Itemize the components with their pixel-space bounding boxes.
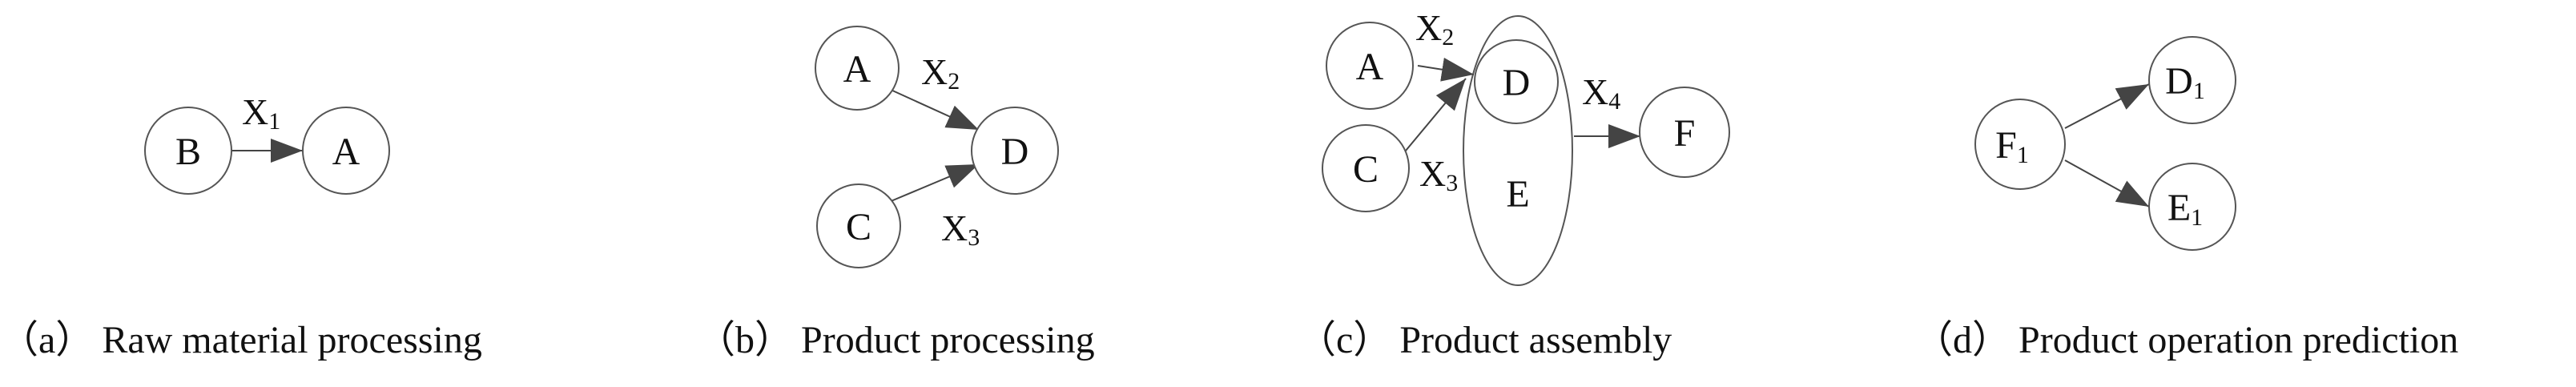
edge-label-x3: X3 [941,208,980,251]
node-c [1322,124,1410,212]
caption-c: （c）Product assembly [1298,319,1672,361]
node-a-label: A [332,131,360,173]
panel-c: A C D E F X2 X3 X4 （c）Product assembly [1298,7,1730,361]
node-f-label: F [1674,112,1696,155]
node-f1 [1974,99,2066,190]
node-f1-label: F1 [1995,124,2029,168]
node-e1-label: E1 [2167,187,2203,231]
node-c-label: C [1353,148,1379,191]
caption-a: （a）Raw material processing [0,319,482,361]
edge-f1-to-e1 [2064,159,2150,208]
node-c-label: C [846,206,871,248]
caption-b: （b）Product processing [697,319,1095,361]
node-a [302,107,390,195]
node-d-label: D [1503,62,1531,104]
edge-label-x4: X4 [1582,71,1620,115]
node-d-label: D [1001,131,1029,173]
node-b-label: B [175,131,201,173]
node-a-label: A [1356,46,1384,88]
edge-label-x1: X1 [242,91,280,135]
edge-a-to-d [890,89,980,131]
edge-a-to-d [1417,57,1475,82]
edge-f1-to-d1 [2064,83,2150,129]
caption-d: （d）Product operation prediction [1914,319,2458,361]
node-d [971,107,1059,195]
edge-c-to-d [888,163,980,203]
edge-label-x2: X2 [1415,7,1454,50]
node-b [144,107,232,195]
edge-label-x3: X3 [1419,153,1458,196]
node-d1 [2148,36,2236,124]
panel-b: A C D X2 X3 （b）Product processing [697,26,1095,361]
node-a [815,26,900,111]
edge-c-to-d [1397,78,1467,161]
panel-d: F1 D1 E1 （d）Product operation prediction [1914,36,2458,361]
node-f [1639,87,1730,178]
node-d1-label: D1 [2165,60,2205,104]
node-d [1474,39,1559,124]
edge-label-x2: X2 [921,51,960,95]
node-a [1326,22,1414,110]
node-e1 [2148,163,2236,251]
panel-a: B A X1 （a）Raw material processing [0,91,482,361]
node-e-label: E [1506,173,1529,216]
node-c [816,183,901,268]
node-a-label: A [843,48,871,91]
